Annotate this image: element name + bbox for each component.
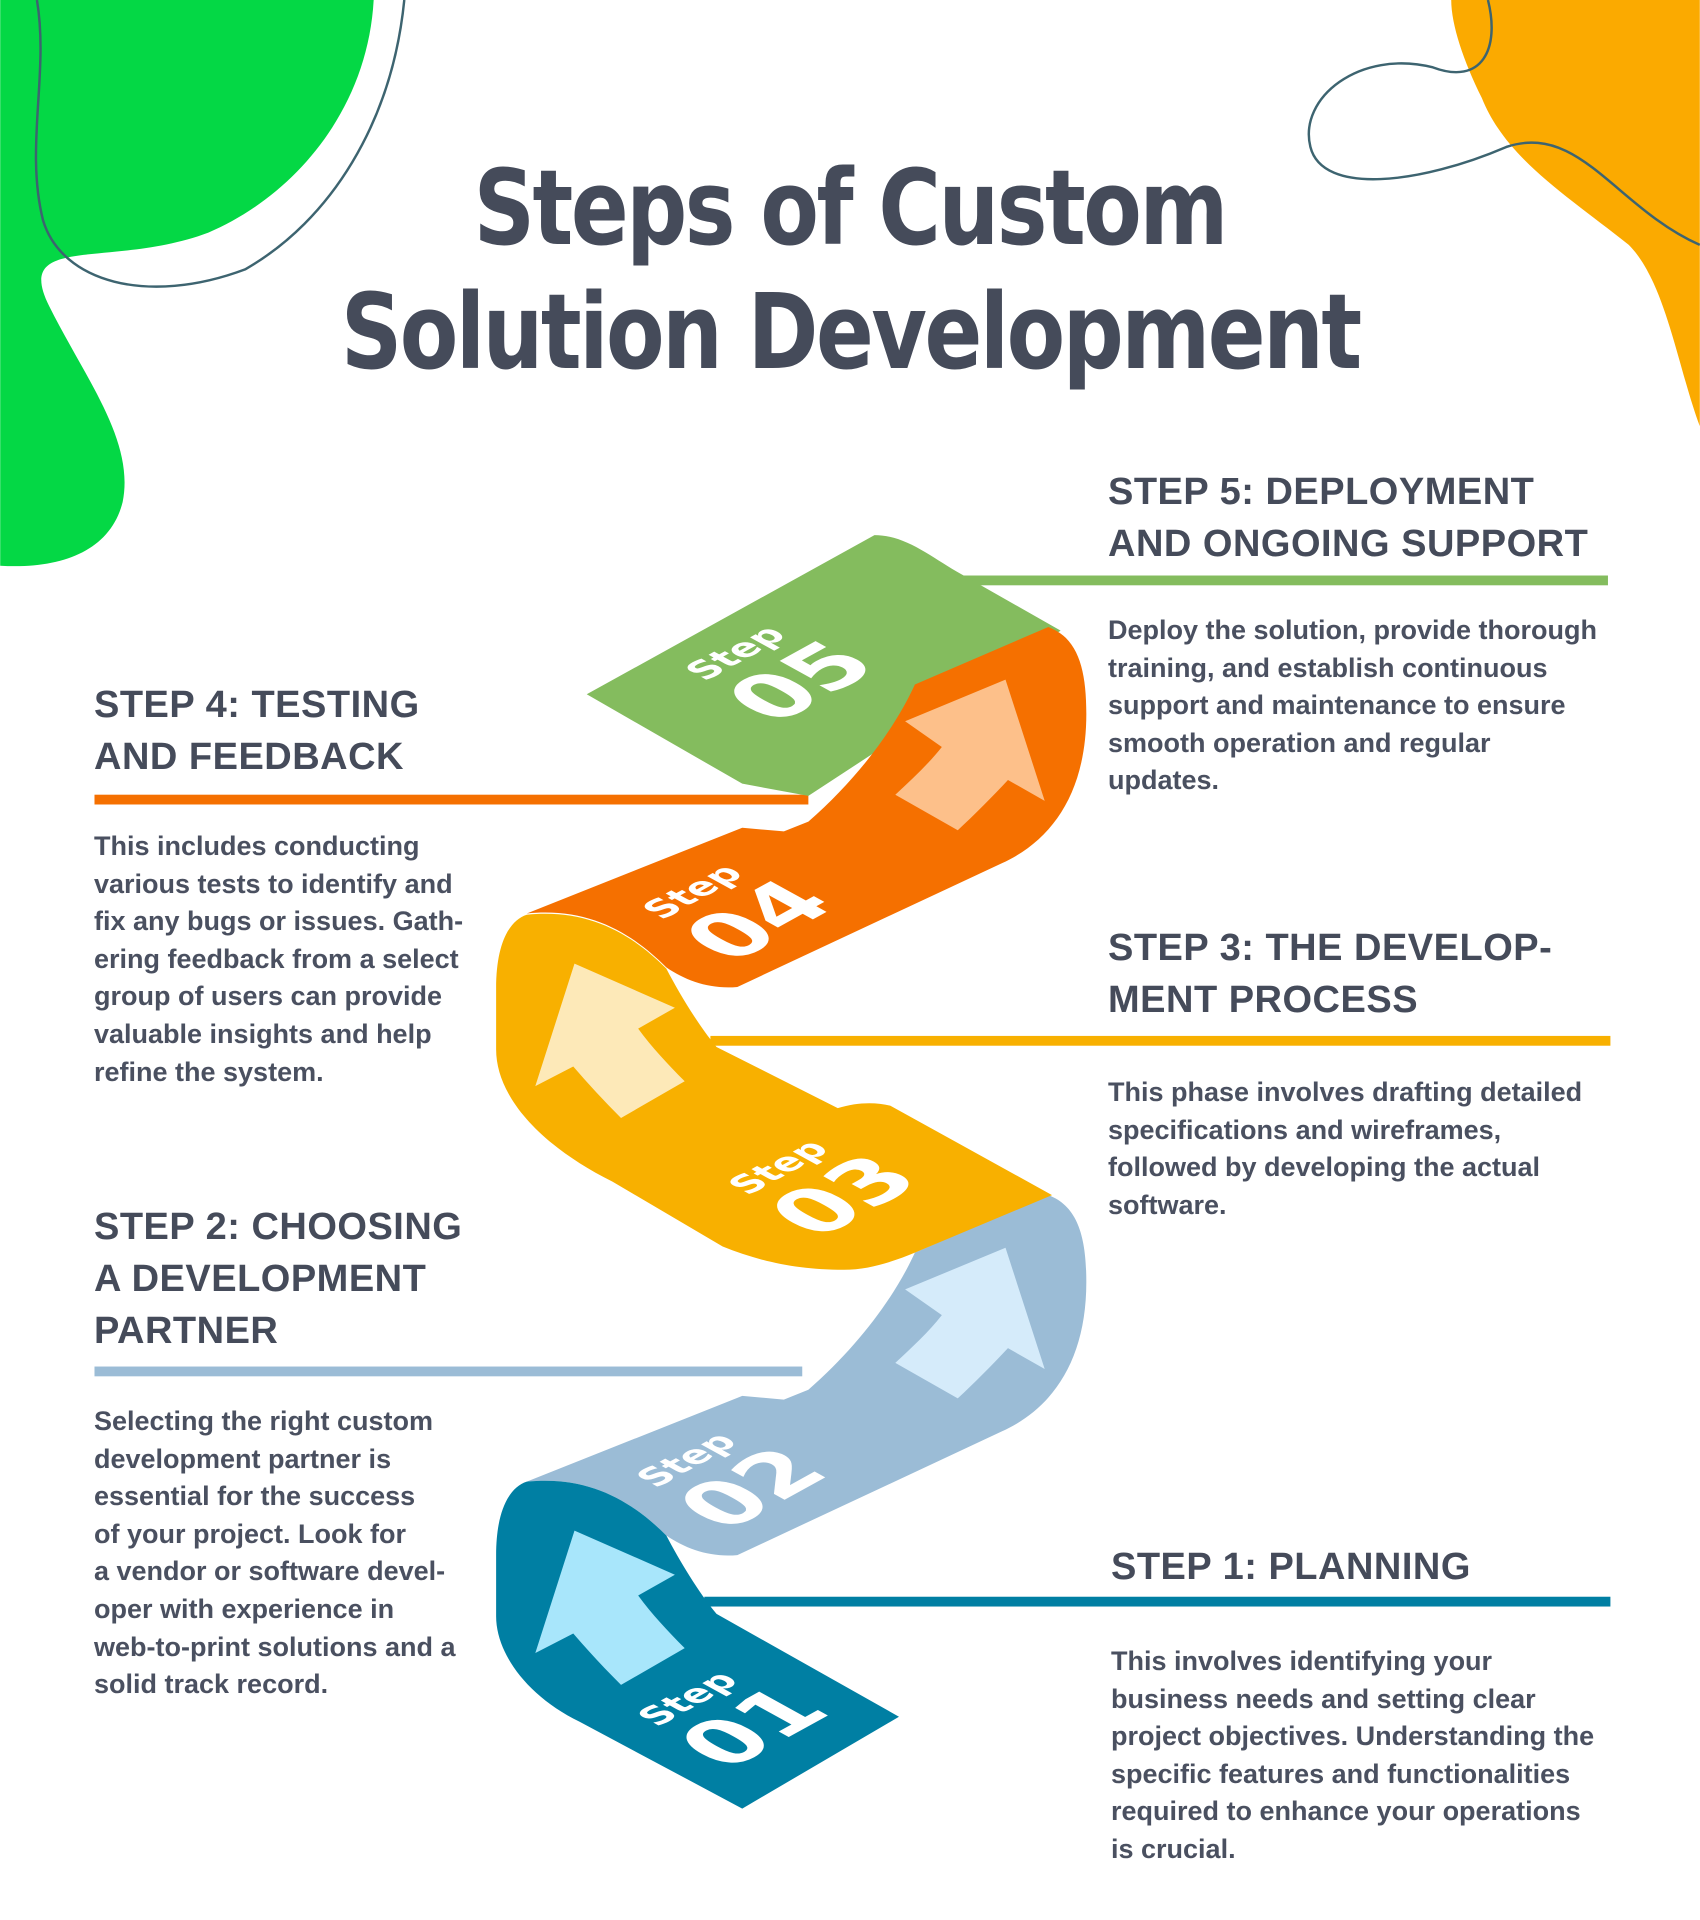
ribbon-step-5 — [586, 535, 1061, 796]
step4-connector-line — [94, 794, 809, 805]
step-2-description: Selecting the right custom development p… — [94, 1403, 462, 1704]
body-line: business needs and setting clear — [1111, 1683, 1536, 1714]
arrow-up-icon — [535, 1530, 685, 1685]
page-title: Steps of Custom Solution Development — [0, 146, 1700, 394]
step-5-heading: STEP 5: DEPLOYMENT AND ONGOING SUPPORT — [1108, 466, 1597, 570]
body-line: specific features and functionalities — [1111, 1758, 1571, 1789]
body-line: is crucial. — [1111, 1833, 1236, 1864]
body-line: valuable insights and help — [94, 1018, 432, 1049]
green-blob-outline — [34, 0, 406, 288]
step-3-heading: STEP 3: THE DEVELOP- MENT PROCESS — [1108, 922, 1582, 1026]
body-line: development partner is — [94, 1443, 392, 1474]
heading-line: AND ONGOING SUPPORT — [1108, 523, 1589, 565]
step-2-block: STEP 2: CHOOSING A DEVELOPMENT PARTNER S… — [94, 1201, 462, 1704]
body-line: Deploy the solution, provide thorough — [1108, 615, 1597, 645]
body-line: updates. — [1108, 765, 1220, 796]
body-line: specifications and wireframes, — [1108, 1114, 1502, 1145]
heading-line: STEP 1: PLANNING — [1111, 1546, 1471, 1588]
body-line: of your project. Look for — [94, 1518, 407, 1549]
step5-connector-line — [961, 575, 1608, 586]
green-blob — [0, 0, 374, 567]
arrow-up-icon — [535, 963, 685, 1118]
body-line: This phase involves drafting detailed — [1108, 1077, 1583, 1107]
step-1-block: STEP 1: PLANNING This involves identifyi… — [1111, 1541, 1594, 1869]
orange-blob-outline — [1307, 0, 1700, 247]
heading-line: STEP 3: THE DEVELOP- — [1108, 927, 1553, 969]
heading-line: STEP 5: DEPLOYMENT — [1108, 471, 1535, 513]
step-3-block: STEP 3: THE DEVELOP- MENT PROCESS This p… — [1108, 922, 1582, 1224]
title-line-1: Steps of Custom — [473, 147, 1229, 269]
body-line: web-to-print solutions and a — [94, 1631, 456, 1662]
body-line: support and maintenance to ensure — [1108, 690, 1566, 721]
step-5-description: Deploy the solution, provide thorough tr… — [1108, 612, 1597, 800]
step-4-heading: STEP 4: TESTING AND FEEDBACK — [94, 679, 463, 783]
orange-blob — [1451, 0, 1700, 427]
arrow-up-icon — [895, 679, 1045, 831]
step-1-description: This involves identifying your business … — [1111, 1643, 1594, 1869]
step3-connector-line — [710, 1035, 1611, 1046]
body-line: solid track record. — [94, 1669, 329, 1700]
body-line: refine the system. — [94, 1056, 324, 1087]
title-line-2: Solution Development — [340, 271, 1362, 393]
step-3-description: This phase involves drafting detailed sp… — [1108, 1074, 1582, 1224]
heading-line: PARTNER — [94, 1310, 279, 1352]
step-4-description: This includes conducting various tests t… — [94, 828, 463, 1091]
body-line: This includes conducting — [94, 831, 420, 861]
body-line: ering feedback from a select — [94, 943, 459, 974]
body-line: fix any bugs or issues. Gath- — [94, 906, 464, 937]
heading-line: STEP 2: CHOOSING — [94, 1206, 463, 1248]
body-line: various tests to identify and — [94, 868, 453, 899]
body-line: This involves identifying your — [1111, 1646, 1493, 1676]
body-line: Selecting the right custom — [94, 1406, 434, 1436]
body-line: followed by developing the actual — [1108, 1152, 1541, 1183]
body-line: essential for the success — [94, 1481, 416, 1512]
step1-connector-line — [704, 1596, 1611, 1607]
step-1-heading: STEP 1: PLANNING — [1111, 1541, 1594, 1593]
body-line: project objectives. Understanding the — [1111, 1721, 1595, 1752]
arrow-up-icon — [895, 1247, 1045, 1399]
body-line: required to enhance your operations — [1111, 1796, 1581, 1827]
body-line: group of users can provide — [94, 981, 443, 1012]
step-4-block: STEP 4: TESTING AND FEEDBACK This includ… — [94, 679, 463, 1091]
body-line: oper with experience in — [94, 1593, 395, 1624]
heading-line: MENT PROCESS — [1108, 979, 1419, 1021]
heading-line: STEP 4: TESTING — [94, 684, 420, 726]
body-line: smooth operation and regular — [1108, 727, 1491, 758]
heading-line: A DEVELOPMENT — [94, 1258, 427, 1300]
body-line: training, and establish continuous — [1108, 652, 1548, 683]
step-2-heading: STEP 2: CHOOSING A DEVELOPMENT PARTNER — [94, 1201, 462, 1357]
step-5-block: STEP 5: DEPLOYMENT AND ONGOING SUPPORT D… — [1108, 466, 1597, 800]
step2-connector-line — [94, 1366, 803, 1377]
body-line: software. — [1108, 1189, 1227, 1220]
heading-line: AND FEEDBACK — [94, 736, 404, 778]
body-line: a vendor or software devel- — [94, 1556, 446, 1587]
